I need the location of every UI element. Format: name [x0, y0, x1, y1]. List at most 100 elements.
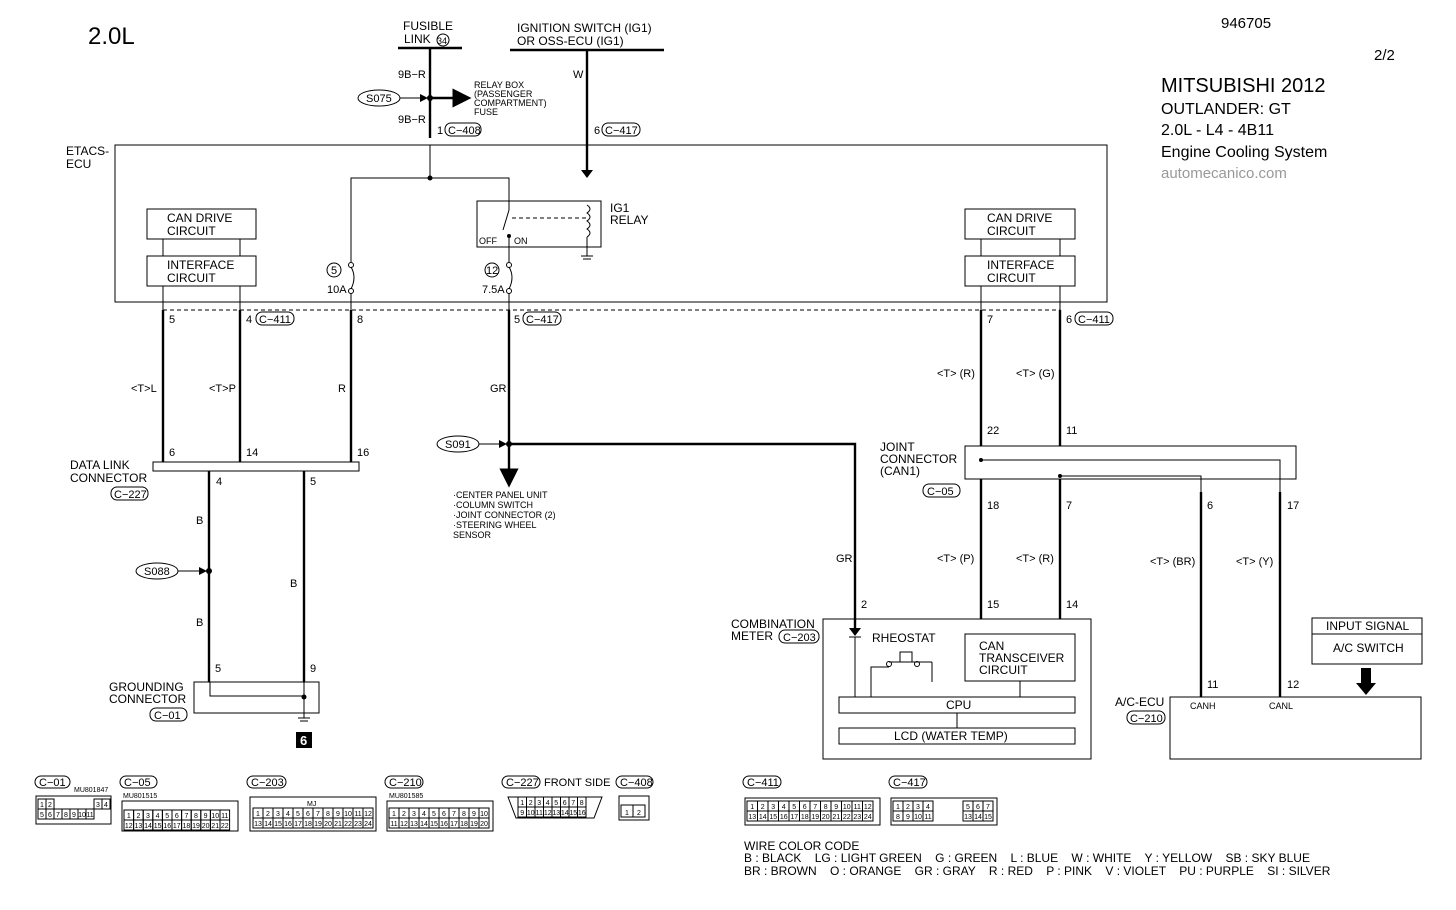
pin-number: 12	[864, 804, 872, 811]
svg-text:34: 34	[437, 36, 447, 46]
joint-pin-11: 11	[1066, 425, 1077, 437]
pin-number: 6	[48, 812, 52, 819]
pin-number: 13	[410, 821, 418, 828]
relay-off-label: OFF	[479, 236, 497, 246]
svg-text:C−203: C−203	[251, 777, 284, 789]
pin-number: 9	[906, 814, 910, 821]
input-signal-arrow	[1356, 668, 1376, 695]
etacs-label-2: ECU	[66, 157, 91, 171]
cpu-label: CPU	[946, 698, 971, 712]
svg-text:C−05: C−05	[124, 777, 151, 789]
pin-number: 17	[173, 823, 181, 830]
conn-c417-label-top: C−417	[605, 125, 638, 137]
ground-pin-9: 9	[310, 663, 316, 675]
pin-number: 5	[966, 804, 970, 811]
pin-number: 5	[296, 811, 300, 818]
pin-number: 11	[354, 811, 361, 818]
pin-number: 20	[480, 821, 488, 828]
pin-number: 2	[48, 802, 52, 809]
relay-label: IG1	[610, 201, 630, 215]
wire-label-r: R	[338, 383, 346, 395]
pin-number: 22	[344, 821, 352, 828]
pin-number: 3	[276, 811, 280, 818]
pin-number: 15	[769, 814, 777, 821]
can-drive-left-label: CAN DRIVE	[167, 211, 232, 225]
etacs-pin-5b: 5	[514, 314, 520, 326]
wire-label-t-br: <T> (BR)	[1150, 556, 1195, 568]
wire-label-b1: B	[196, 515, 203, 527]
pin-number: 20	[202, 823, 210, 830]
pin-number: 3	[96, 802, 100, 809]
pin-number: 16	[284, 821, 292, 828]
wire-label-tl: <T>L	[131, 383, 157, 395]
pin-number: 2	[761, 804, 765, 811]
dlc-pin-14: 14	[246, 447, 258, 459]
etacs-ecu-box	[114, 144, 1108, 303]
svg-text:·STEERING WHEEL: ·STEERING WHEEL	[453, 520, 537, 530]
pin-number: 15	[430, 821, 438, 828]
wire-label-tp: <T>P	[209, 383, 236, 395]
pin-number: 18	[304, 821, 312, 828]
pin-number: 14	[759, 814, 767, 821]
wire-label-b3: B	[196, 617, 203, 629]
doc-number: 946705	[1221, 15, 1271, 32]
pin-number: 1	[40, 802, 44, 809]
pin-number: 8	[462, 811, 466, 818]
svg-text:RELAY BOX: RELAY BOX	[474, 80, 524, 90]
can-drive-circuit-left	[146, 208, 257, 240]
pin-cavity	[982, 810, 994, 822]
joint-label-3: (CAN1)	[880, 464, 920, 478]
wire-label-t-r2: <T> (R)	[1016, 553, 1054, 565]
pin-number: 10	[344, 811, 352, 818]
pin-number: 16	[440, 821, 448, 828]
pin-number: 12	[544, 810, 552, 817]
ignition-switch-source: IGNITION SWITCH (IG1) OR OSS-ECU (IG1)	[510, 21, 664, 52]
pin-number: 13	[135, 823, 143, 830]
pin-number: 6	[563, 800, 567, 807]
pin-number: 21	[334, 821, 342, 828]
pin-cavity	[862, 810, 874, 822]
pin-number: 15	[569, 810, 577, 817]
pin-number: 5	[165, 813, 169, 820]
etacs-pin-6: 6	[1066, 314, 1072, 326]
pin-number: 12	[400, 821, 408, 828]
meter-label-2: METER	[731, 629, 773, 643]
pin-number: 11	[390, 821, 397, 828]
can-drive-circuit-right	[964, 208, 1076, 240]
can-transceiver-label: CAN	[979, 639, 1004, 653]
pin-number: 5	[792, 804, 796, 811]
conn-c411-right: C−411	[1078, 314, 1110, 326]
pin-number: 4	[546, 800, 550, 807]
pin-number: 2	[906, 804, 910, 811]
pin-number: 11	[854, 804, 861, 811]
pin-number: 12	[364, 811, 372, 818]
pin-cavity	[478, 817, 490, 829]
combination-meter-box	[822, 618, 1092, 760]
pin-number: 6	[976, 804, 980, 811]
svg-text:S075: S075	[366, 93, 392, 105]
splice-s075: S075	[357, 89, 428, 107]
pin-number: 12	[125, 823, 133, 830]
wire-label-9br-bottom: 9B−R	[398, 114, 426, 126]
pin-number: 24	[864, 814, 872, 821]
pin-number: 18	[460, 821, 468, 828]
grounding-label: GROUNDING	[109, 680, 184, 694]
pin-number: 5	[40, 812, 44, 819]
ac-pin-11: 11	[1207, 679, 1218, 691]
pin-number: 19	[192, 823, 200, 830]
interface-circuit-right	[964, 255, 1076, 287]
wire-color-legend: WIRE COLOR CODE B : BLACK LG : LIGHT GRE…	[744, 839, 1331, 878]
joint-connector-can1	[964, 445, 1297, 480]
pin-number: 9	[72, 812, 76, 819]
pin-number: 10	[527, 810, 535, 817]
pin-number: 18	[801, 814, 809, 821]
pin-cavity	[362, 817, 374, 829]
pin-cavity	[922, 810, 934, 822]
dlc-pin-6: 6	[169, 447, 175, 459]
svg-text:RHEOSTAT: RHEOSTAT	[872, 631, 936, 645]
svg-text:·JOINT CONNECTOR (2): ·JOINT CONNECTOR (2)	[453, 510, 556, 520]
